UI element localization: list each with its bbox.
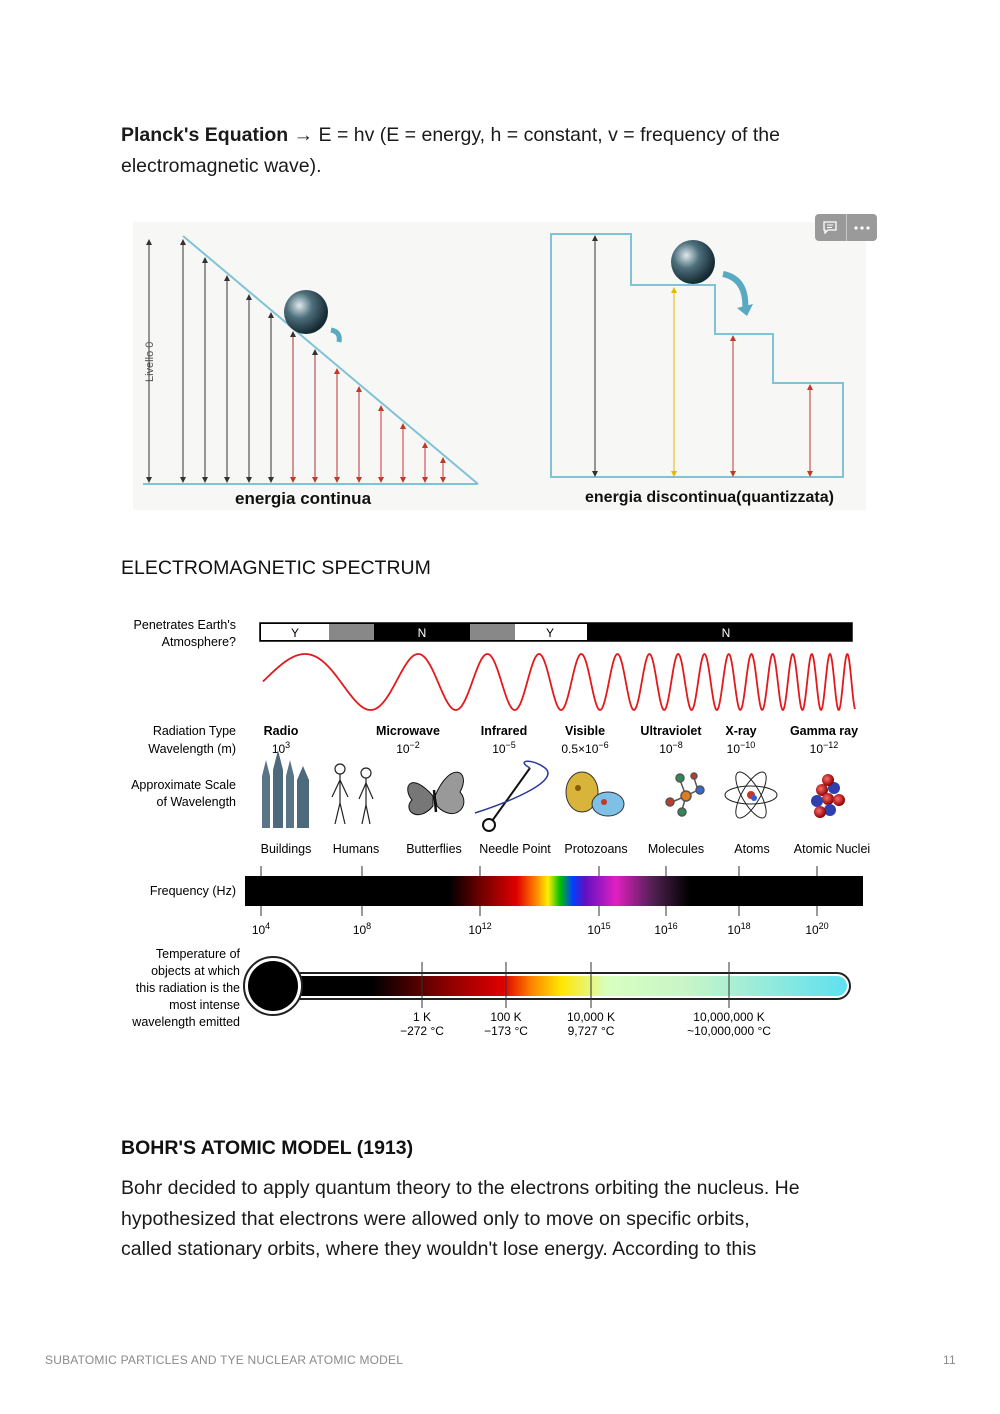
spectrum-heading: ELECTROMAGNETIC SPECTRUM <box>121 557 431 579</box>
scale-object-label: Buildings <box>261 842 312 856</box>
wave-line <box>262 652 856 712</box>
atmosphere-flag: Y <box>291 626 299 640</box>
wavelength-value: 10−8 <box>659 740 683 756</box>
temperature-kelvin: 10,000 K <box>567 1010 615 1024</box>
scale-label-2: of Wavelength <box>157 795 236 809</box>
frequency-value: 1020 <box>805 921 828 937</box>
radiation-type-name: Infrared <box>481 724 528 738</box>
thermometer-bulb <box>248 961 298 1011</box>
radiation-type-label: Radiation Type <box>153 724 236 738</box>
temperature-kelvin: 1 K <box>413 1010 431 1024</box>
molecules-icon <box>665 772 705 817</box>
bohr-line: hypothesized that electrons were allowed… <box>121 1207 750 1230</box>
wavelength-value: 10−5 <box>492 740 516 756</box>
buildings-icon <box>262 750 309 828</box>
more-icon <box>854 225 870 230</box>
frequency-value: 1015 <box>587 921 610 937</box>
energy-levels-illustration: Livello 0 energia continua energia disco… <box>133 222 866 510</box>
frequency-bar <box>245 876 863 906</box>
needle-point-icon <box>474 760 549 832</box>
planck-paragraph: Planck's Equation → E = hv (E = energy, … <box>121 120 881 181</box>
bohr-line: Bohr decided to apply quantum theory to … <box>121 1177 800 1199</box>
frequency-value: 1012 <box>468 921 491 937</box>
wavelength-value: 103 <box>272 740 290 756</box>
temperature-label-4: most intense <box>169 998 240 1012</box>
continuous-energy-caption: energia continua <box>235 489 372 508</box>
ball-icon <box>284 290 328 334</box>
butterfly-icon <box>407 771 465 816</box>
frequency-value: 108 <box>353 921 371 937</box>
level-zero-label: Livello 0 <box>144 342 156 382</box>
temperature-label-3: this radiation is the <box>136 981 240 995</box>
scale-object-label: Protozoans <box>564 842 627 856</box>
temperature-bar <box>275 976 847 996</box>
humans-icon <box>331 763 374 825</box>
ball-icon <box>671 240 715 284</box>
scale-label-1: Approximate Scale <box>131 778 236 792</box>
scale-object-label: Butterflies <box>406 842 462 856</box>
atmosphere-flag: N <box>722 626 731 640</box>
radiation-type-name: Visible <box>565 724 605 738</box>
frequency-value: 104 <box>252 921 270 937</box>
energy-levels-figure: Livello 0 energia continua energia disco… <box>133 222 866 510</box>
frequency-label: Frequency (Hz) <box>150 884 236 898</box>
atmosphere-segment <box>515 624 587 640</box>
frequency-value: 1016 <box>654 921 677 937</box>
temperature-label-2: objects at which <box>151 964 240 978</box>
footer-title: SUBATOMIC PARTICLES AND TYE NUCLEAR ATOM… <box>45 1353 404 1367</box>
scale-object-label: Atomic Nuclei <box>794 842 870 856</box>
comment-icon <box>823 221 837 234</box>
bohr-heading: BOHR'S ATOMIC MODEL (1913) <box>121 1137 414 1159</box>
comment-button[interactable] <box>815 214 846 241</box>
more-options-button[interactable] <box>845 214 878 241</box>
scale-object-label: Humans <box>333 842 380 856</box>
atmosphere-flag: Y <box>546 626 554 640</box>
penetrates-label-2: Atmosphere? <box>162 635 236 649</box>
electromagnetic-spectrum-figure: Penetrates Earth's Atmosphere? Radiation… <box>120 610 880 1045</box>
temperature-label-1: Temperature of <box>156 947 241 961</box>
penetrates-label-1: Penetrates Earth's <box>134 618 236 632</box>
protozoans-icon <box>565 771 625 817</box>
page-number: 11 <box>943 1353 956 1367</box>
quantized-energy-caption: energia discontinua(quantizzata) <box>585 489 834 506</box>
planck-text: → E = hv (E = energy, h = constant, v = … <box>121 124 780 177</box>
temperature-kelvin: 100 K <box>490 1010 521 1024</box>
atmosphere-segment <box>329 624 374 640</box>
atmosphere-flag: N <box>418 626 427 640</box>
wavelength-value: 10−10 <box>727 740 756 756</box>
spectrum-illustration: Penetrates Earth's Atmosphere? Radiation… <box>131 618 870 1038</box>
wavelength-value: 0.5×10−6 <box>561 740 608 756</box>
temperature-celsius: 9,727 °C <box>568 1024 615 1038</box>
atom-icon <box>724 771 778 819</box>
scale-object-label: Needle Point <box>479 842 551 856</box>
wavelength-value: 10−12 <box>810 740 839 756</box>
scale-object-label: Atoms <box>734 842 769 856</box>
atmosphere-segment <box>261 624 329 640</box>
scale-object-label: Molecules <box>648 842 704 856</box>
bohr-paragraph: Bohr decided to apply quantum theory to … <box>121 1173 881 1265</box>
radiation-type-name: Ultraviolet <box>640 724 702 738</box>
atmosphere-segment <box>470 624 515 640</box>
image-toolbar <box>815 214 877 241</box>
temperature-kelvin: 10,000,000 K <box>693 1010 764 1024</box>
temperature-celsius: −173 °C <box>484 1024 528 1038</box>
bohr-line: called stationary orbits, where they wou… <box>121 1238 757 1260</box>
wavelength-label: Wavelength (m) <box>148 742 236 756</box>
wavelength-value: 10−2 <box>396 740 420 756</box>
radiation-type-name: Microwave <box>376 724 440 738</box>
atomic-nucleus-icon <box>811 774 845 818</box>
temperature-celsius: ~10,000,000 °C <box>687 1024 771 1038</box>
frequency-value: 1018 <box>727 921 750 937</box>
radiation-type-name: Gamma ray <box>790 724 858 738</box>
planck-term: Planck's Equation <box>121 124 289 146</box>
radiation-type-name: X-ray <box>725 724 756 738</box>
radiation-type-name: Radio <box>264 724 299 738</box>
temperature-celsius: −272 °C <box>400 1024 444 1038</box>
temperature-label-5: wavelength emitted <box>131 1015 240 1029</box>
